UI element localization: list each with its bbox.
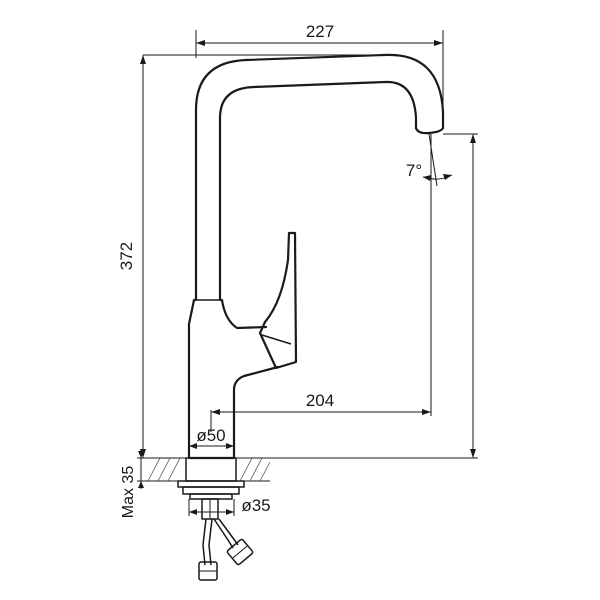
countertop (145, 457, 271, 482)
supply-hoses (198, 518, 254, 581)
hose-left-outline (208, 518, 213, 566)
countertop-hatching (147, 457, 271, 482)
dimension-overall-reach: 227 (195, 22, 444, 112)
mounting-shank (185, 457, 237, 482)
dimension-body-diameter: ø50 (189, 426, 234, 449)
lever-handle (258, 231, 298, 370)
dimension-outlet-height (270, 133, 478, 459)
mounting-hardware (177, 457, 245, 520)
hose-right (213, 518, 234, 549)
body-diameter-label: ø50 (196, 426, 225, 445)
dimension-swivel-angle: 7° (406, 133, 453, 187)
mounting-nut (182, 486, 240, 495)
spout-outlet (414, 126, 445, 135)
mounting-washer (177, 480, 245, 488)
spout-inner (218, 80, 418, 302)
lever-inner-line (261, 334, 292, 345)
mounting-hole-label: ø35 (241, 496, 270, 515)
dimension-overall-height: 372 (117, 54, 384, 458)
swivel-angle-label: 7° (406, 161, 422, 180)
mounting-thickness-label: Max 35 (120, 466, 137, 519)
dimension-mounting-thickness: Max 35 (120, 450, 145, 518)
body-top-edge (220, 298, 268, 330)
hose-left (202, 518, 207, 566)
height-label: 372 (117, 242, 136, 270)
projection-label: 204 (306, 391, 334, 410)
reach-label: 227 (306, 22, 334, 41)
dimension-spout-projection: 204 (210, 134, 432, 432)
dimension-mounting-hole: ø35 (188, 496, 271, 516)
